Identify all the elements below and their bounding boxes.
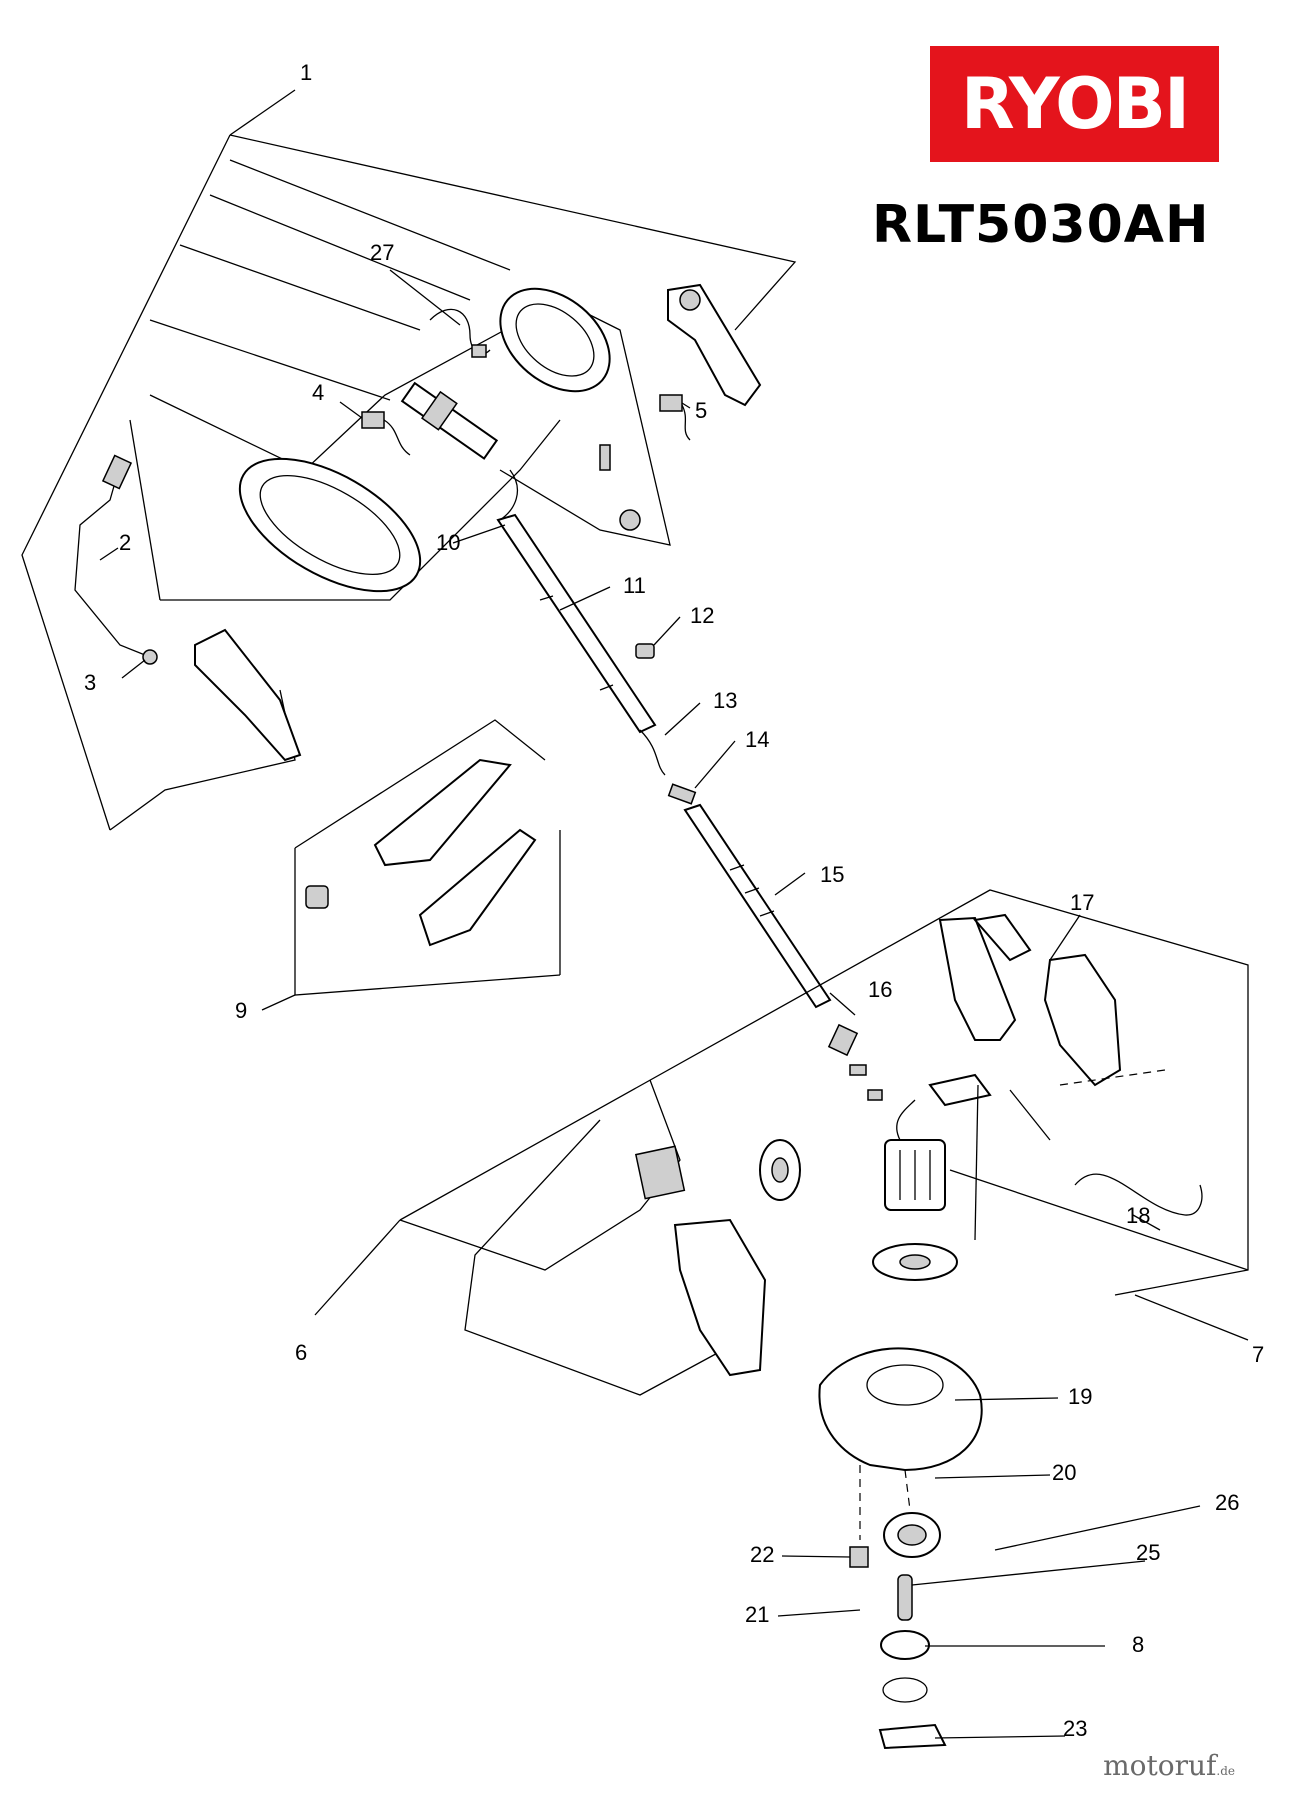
loop-wire: [1074, 1173, 1203, 1216]
inner-wire: [499, 469, 519, 521]
handle-clip: [928, 1073, 992, 1107]
front-handle-ring: [238, 457, 422, 593]
tube-clip: [635, 643, 655, 659]
motor: [884, 1099, 946, 1211]
switch: [361, 411, 411, 456]
guard-bracket: [849, 1546, 869, 1568]
line-guard: [818, 1347, 983, 1472]
upper-assembly-frame: [21, 134, 797, 831]
callout-2: 2: [119, 530, 131, 555]
callout-12: 12: [690, 603, 714, 628]
tube-cable: [639, 729, 666, 776]
auxiliary-handle: [305, 758, 537, 947]
callout-labels: 1 2 3 4 5 6 7 8 9 10 11 12 13 14 15 16 1…: [84, 60, 1264, 1741]
handle-grip: [667, 283, 762, 407]
right-housing: [1043, 953, 1122, 1087]
rear-handle-bracket: [938, 913, 1032, 1041]
line-ring: [882, 1677, 928, 1703]
callout-18: 18: [1126, 1203, 1150, 1228]
callout-1: 1: [300, 60, 312, 85]
spool-guide: [904, 1469, 911, 1511]
fan-disc: [872, 1243, 958, 1281]
rear-bracket: [599, 444, 641, 531]
model-number: RLT5030AH: [872, 195, 1210, 255]
connector-rod: [974, 1084, 979, 1241]
spool: [880, 1630, 930, 1660]
callout-27: 27: [370, 240, 394, 265]
battery-pack: [634, 1145, 686, 1200]
lower-tube: [683, 803, 832, 1009]
callout-17: 17: [1070, 890, 1094, 915]
watermark-name: motoruf: [1103, 1749, 1217, 1782]
callout-13: 13: [713, 688, 737, 713]
callout-5: 5: [695, 398, 707, 423]
callout-10: 10: [436, 530, 460, 555]
callout-25: 25: [1136, 1540, 1160, 1565]
logo-text: RYOBI: [960, 63, 1190, 145]
tube-collar: [667, 783, 697, 805]
spool-head: [883, 1512, 941, 1558]
callout-20: 20: [1052, 1460, 1076, 1485]
cord-holder: [194, 628, 302, 762]
callout-15: 15: [820, 862, 844, 887]
wheel-assembly: [759, 1139, 801, 1201]
callout-14: 14: [745, 727, 769, 752]
ryobi-logo: RYOBI: [930, 46, 1219, 162]
trigger-bar: [400, 381, 499, 460]
watermark: motoruf.de: [1103, 1749, 1235, 1782]
power-cord: [74, 454, 158, 665]
callout-6: 6: [295, 1340, 307, 1365]
callout-7: 7: [1252, 1342, 1264, 1367]
rear-handle-ring: [499, 287, 611, 393]
callout-16: 16: [868, 977, 892, 1002]
capacitor: [659, 394, 691, 441]
callout-19: 19: [1068, 1384, 1092, 1409]
callout-3: 3: [84, 670, 96, 695]
wire-bundle: [429, 308, 491, 358]
spool-cap: [878, 1723, 947, 1750]
housing-half-left: [673, 1218, 767, 1377]
callout-22: 22: [750, 1542, 774, 1567]
dashed-guide: [1059, 1069, 1166, 1086]
callout-9: 9: [235, 998, 247, 1023]
callout-21: 21: [745, 1602, 769, 1627]
callout-11: 11: [623, 573, 646, 598]
spool-spring: [897, 1574, 913, 1621]
callout-8: 8: [1132, 1632, 1144, 1657]
tube-spring: [827, 1023, 883, 1101]
main-tube: [496, 513, 657, 734]
callout-4: 4: [312, 380, 324, 405]
watermark-tld: .de: [1216, 1764, 1235, 1778]
callout-23: 23: [1063, 1716, 1087, 1741]
motor-housing-frame: [399, 889, 1249, 1396]
callout-leaders: [99, 89, 1249, 1739]
callout-26: 26: [1215, 1490, 1239, 1515]
